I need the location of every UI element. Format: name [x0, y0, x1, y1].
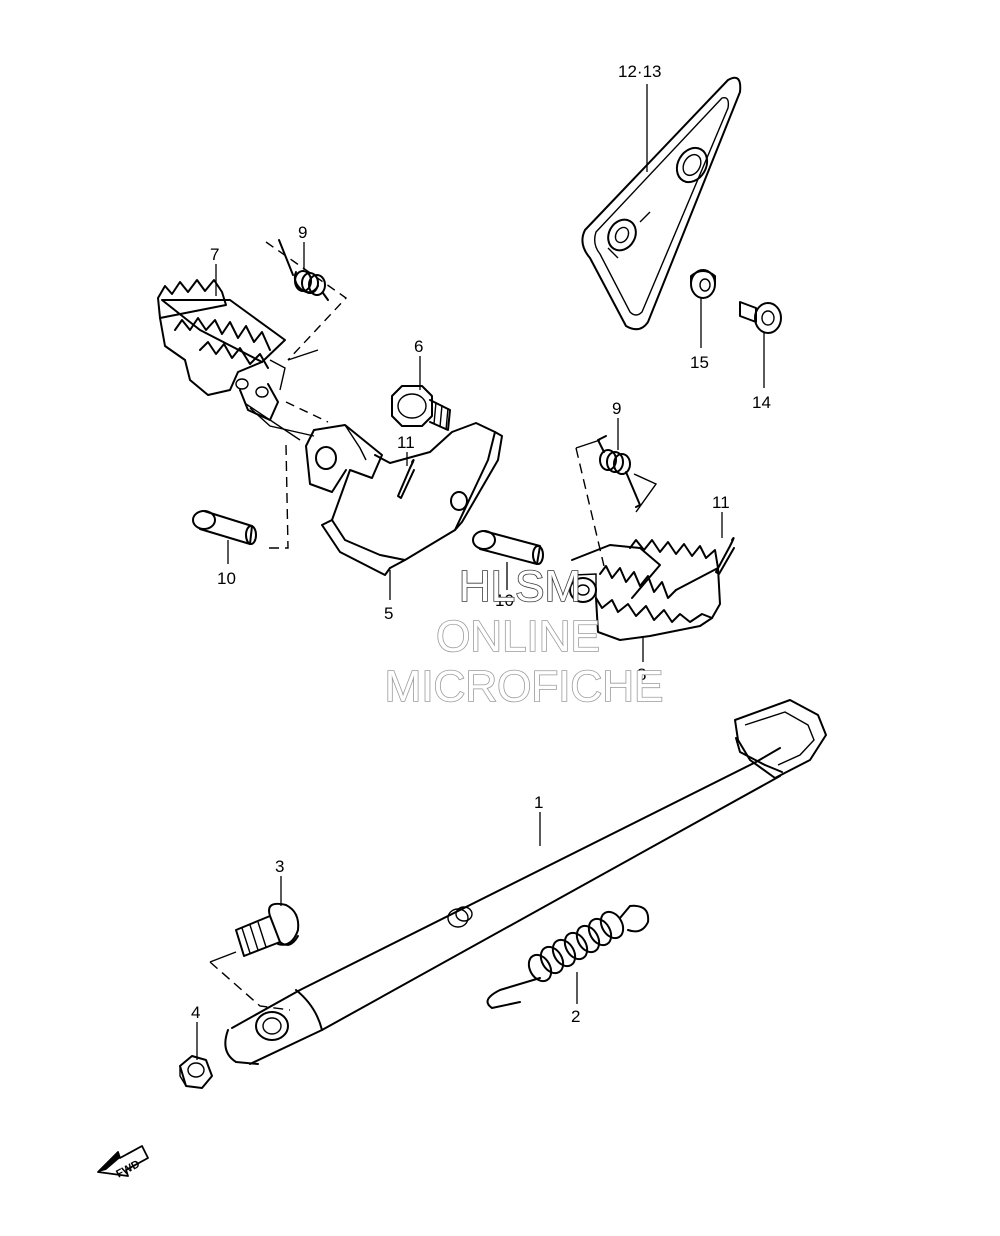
footpeg-right-8[interactable] [569, 539, 721, 641]
side-cover-plate[interactable] [581, 76, 742, 331]
callout-11-upper: 11 [397, 433, 415, 452]
spring-left-9[interactable] [278, 239, 329, 301]
callout-11-lower: 11 [712, 493, 730, 512]
callout-14: 14 [752, 393, 771, 412]
nut-4[interactable] [179, 1055, 213, 1089]
callout-8: 8 [637, 665, 646, 684]
footrest-bracket-5[interactable] [305, 422, 503, 576]
callout-12-13: 12·13 [618, 62, 661, 81]
collar-15[interactable] [690, 269, 716, 299]
leader-lines [196, 84, 765, 1060]
callout-10-right: 10 [495, 591, 514, 610]
callout-2: 2 [571, 1007, 580, 1026]
callout-6: 6 [414, 337, 423, 356]
stand-spring-2[interactable] [486, 904, 650, 1009]
callout-7: 7 [210, 245, 219, 264]
watermark: HLSM ONLINE MICROFICHE [384, 561, 664, 712]
callout-4: 4 [191, 1003, 200, 1022]
watermark-line-2: ONLINE [436, 612, 600, 661]
callout-3: 3 [275, 857, 284, 876]
callout-15: 15 [690, 353, 709, 372]
cotter-pin-upper-11[interactable] [397, 459, 415, 499]
spring-right-9[interactable] [597, 435, 641, 508]
footpeg-left-7[interactable] [157, 279, 286, 421]
callout-numbers: 12·13 15 14 9 7 6 11 9 11 10 5 10 8 1 3 … [191, 62, 771, 1026]
stand-bolt-3[interactable] [235, 902, 300, 957]
callout-10-left: 10 [217, 569, 236, 588]
callout-9-left: 9 [298, 223, 307, 242]
callout-5: 5 [384, 604, 393, 623]
callout-1: 1 [534, 793, 543, 812]
watermark-line-3: MICROFICHE [385, 662, 664, 711]
watermark-line-1: HLSM [459, 562, 581, 611]
callout-9-right: 9 [612, 399, 621, 418]
pin-right-10[interactable] [472, 530, 544, 565]
assembly-reference-lines [209, 241, 658, 1011]
pin-left-10[interactable] [192, 510, 257, 545]
side-stand-1[interactable] [224, 699, 827, 1065]
bolt-14[interactable] [739, 301, 782, 334]
fwd-arrow-icon: FWD [97, 1145, 149, 1181]
bolt-6[interactable] [391, 385, 451, 431]
